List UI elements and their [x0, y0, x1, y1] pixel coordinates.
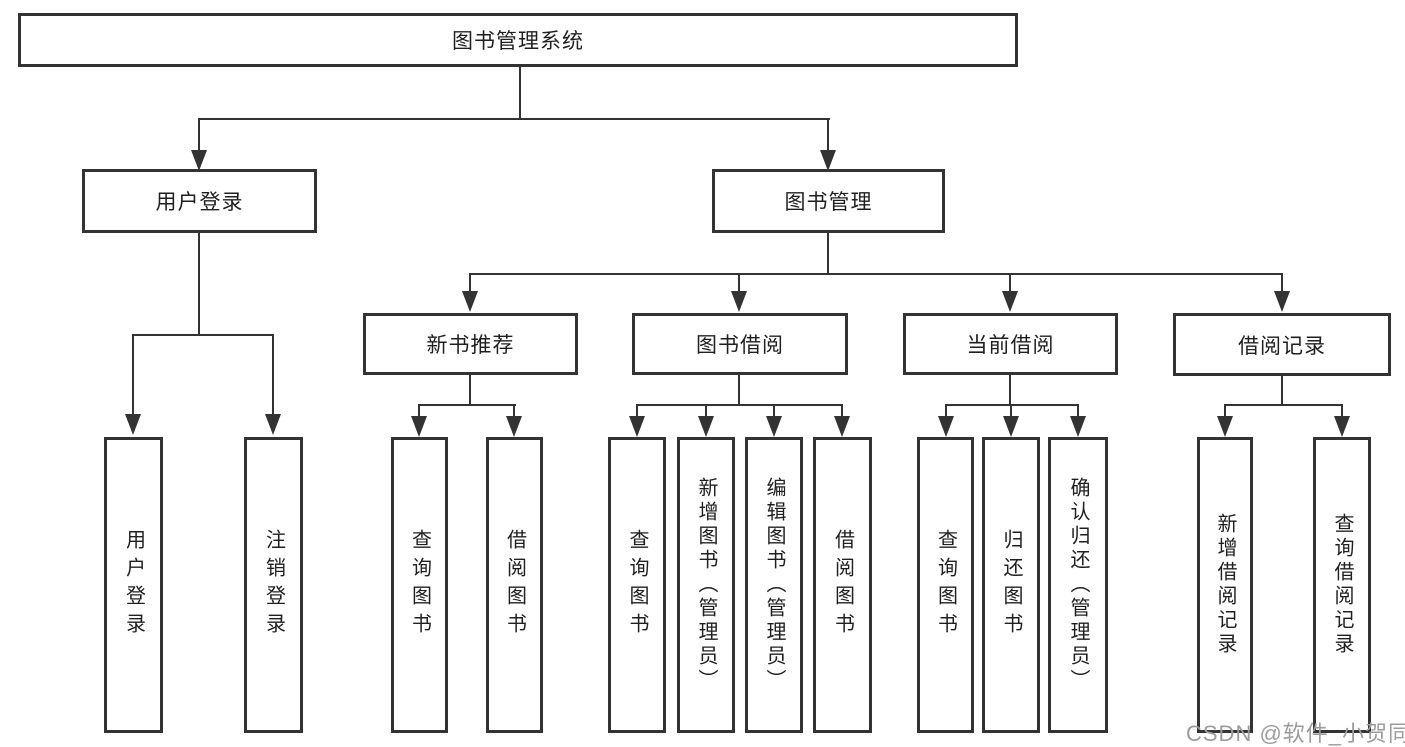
connector-borrow-records-down — [1281, 375, 1283, 406]
leaf-label: 查询图书 — [408, 529, 431, 641]
node-label: 图书管理系统 — [452, 30, 584, 53]
arrowhead-leaf — [1070, 416, 1086, 437]
leaf-borrow-books: 借阅图书 — [486, 437, 543, 733]
node-book-borrowing: 图书借阅 — [632, 313, 848, 375]
leaf-label: 查询图书 — [626, 529, 648, 641]
connector-new-book-stem — [469, 273, 471, 293]
arrowhead-user-login — [191, 150, 207, 171]
connector-new-book-down — [469, 375, 471, 406]
arrowhead-book-mgmt — [820, 150, 836, 171]
connector-level2-bus — [199, 118, 830, 120]
node-label: 图书借阅 — [696, 334, 784, 357]
connector-split-current-borrow — [945, 404, 1079, 406]
connector-level3-bus — [470, 273, 1283, 275]
node-new-book-recommend: 新书推荐 — [363, 313, 578, 375]
node-book-management: 图书管理 — [712, 169, 945, 233]
connector-mgmt-down — [827, 233, 829, 275]
connector-borrow-records-stem — [1281, 273, 1283, 293]
arrowhead-leaf — [1217, 416, 1233, 437]
leaf-label: 注销登录 — [262, 529, 285, 641]
connector-login-down — [198, 233, 200, 336]
arrowhead-leaf — [506, 416, 522, 437]
connector-split-new-book — [419, 404, 516, 406]
leaf-edit-books-admin: 编辑图书（管理员） — [745, 437, 803, 733]
arrowhead-login-child2 — [265, 414, 281, 435]
connector-book-borrow-stem — [738, 273, 740, 293]
arrowhead-borrow-records — [1274, 291, 1290, 312]
connector-root-stem — [519, 66, 521, 119]
connector-login-child1-stem — [132, 334, 134, 416]
connector-current-borrow-stem — [1009, 273, 1011, 293]
arrowhead-leaf — [1334, 416, 1350, 437]
leaf-borrow-books: 借阅图书 — [813, 437, 872, 733]
leaf-confirm-return-admin: 确认归还（管理员） — [1048, 437, 1108, 733]
leaf-label: 用户登录 — [122, 529, 145, 641]
connector-leaf-stem — [945, 404, 947, 418]
arrowhead-new-book — [462, 291, 478, 312]
leaf-label: 查询图书 — [934, 529, 957, 641]
watermark: CSDN @软件_小贺同学 — [1186, 721, 1405, 746]
arrowhead-book-borrow — [731, 291, 747, 312]
arrowhead-leaf — [1003, 416, 1019, 437]
node-label: 图书管理 — [784, 191, 873, 214]
leaf-label: 借阅图书 — [831, 529, 854, 641]
leaf-query-borrow-record: 查询借阅记录 — [1313, 437, 1371, 733]
connector-split-book-borrow — [636, 404, 843, 406]
leaf-label: 归还图书 — [1000, 529, 1022, 641]
connector-leaf-stem — [1341, 404, 1343, 418]
leaf-label: 新增借阅记录 — [1214, 513, 1236, 657]
arrowhead-leaf — [698, 416, 714, 437]
leaf-query-books: 查询图书 — [917, 437, 974, 733]
node-label: 借阅记录 — [1238, 334, 1326, 358]
arrowhead-leaf — [629, 416, 645, 437]
arrowhead-current-borrow — [1002, 291, 1018, 312]
leaf-label: 新增图书（管理员） — [695, 477, 717, 693]
node-current-borrowing: 当前借阅 — [903, 313, 1118, 375]
node-label: 新书推荐 — [426, 334, 515, 357]
connector-leaf-stem — [513, 404, 515, 418]
connector-login-child2-stem — [272, 334, 274, 416]
node-library-management-system: 图书管理系统 — [18, 13, 1018, 67]
arrowhead-leaf — [766, 416, 782, 437]
connector-login-split — [132, 334, 274, 336]
leaf-add-borrow-record: 新增借阅记录 — [1197, 437, 1253, 733]
arrowhead-leaf — [938, 416, 954, 437]
leaf-return-books: 归还图书 — [982, 437, 1040, 733]
leaf-label: 借阅图书 — [503, 529, 526, 641]
node-label: 当前借阅 — [966, 334, 1055, 357]
connector-split-borrow-records — [1224, 404, 1343, 406]
leaf-label: 确认归还（管理员） — [1067, 477, 1089, 693]
connector-book-mgmt-stem — [827, 118, 829, 152]
connector-user-login-stem — [198, 118, 200, 152]
node-borrowing-records: 借阅记录 — [1173, 313, 1391, 376]
connector-book-borrow-down — [738, 375, 740, 406]
leaf-label: 查询借阅记录 — [1331, 513, 1353, 657]
leaf-add-books-admin: 新增图书（管理员） — [677, 437, 735, 733]
node-user-login: 用户登录 — [82, 169, 317, 233]
connector-leaf-stem — [1010, 404, 1012, 418]
connector-leaf-stem — [636, 404, 638, 418]
connector-current-borrow-down — [1009, 375, 1011, 406]
node-label: 用户登录 — [155, 191, 244, 214]
connector-leaf-stem — [705, 404, 707, 418]
connector-leaf-stem — [841, 404, 843, 418]
connector-leaf-stem — [773, 404, 775, 418]
leaf-label: 编辑图书（管理员） — [763, 477, 785, 693]
connector-leaf-stem — [1224, 404, 1226, 418]
arrowhead-leaf — [411, 416, 427, 437]
connector-leaf-stem — [418, 404, 420, 418]
leaf-logout: 注销登录 — [244, 437, 303, 733]
arrowhead-leaf — [834, 416, 850, 437]
connector-leaf-stem — [1077, 404, 1079, 418]
arrowhead-login-child1 — [125, 414, 141, 435]
leaf-query-books: 查询图书 — [391, 437, 448, 733]
leaf-query-books: 查询图书 — [608, 437, 666, 733]
leaf-user-login: 用户登录 — [104, 437, 163, 733]
